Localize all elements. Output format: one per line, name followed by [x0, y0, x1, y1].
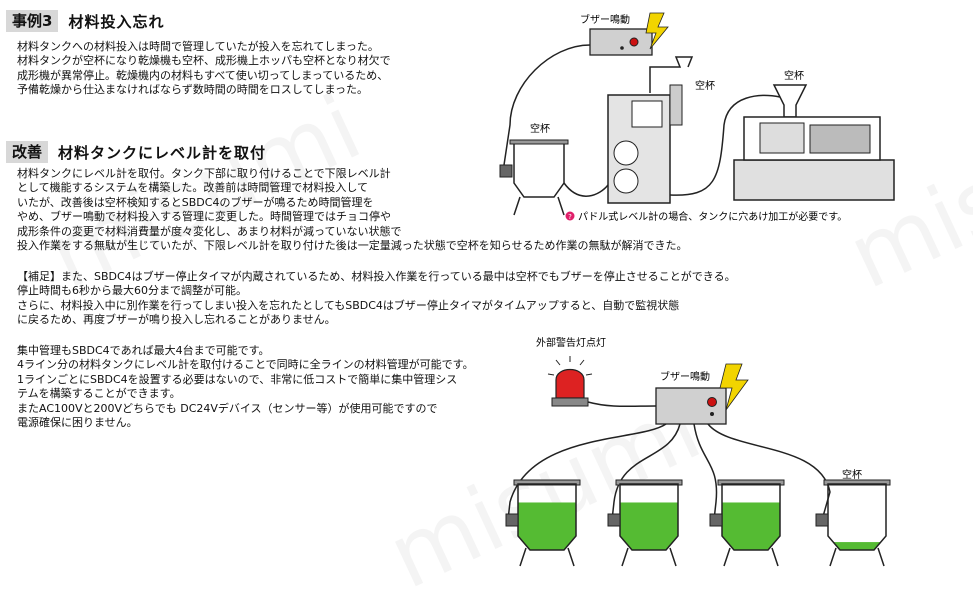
material-tank: [709, 479, 785, 567]
supplement-line: さらに、材料投入中に別作業を行ってしまい投入を忘れたとしてもSBDC4はブザー停…: [17, 298, 680, 312]
level-sensor: [709, 513, 723, 527]
improve-title: 材料タンクにレベル計を取付: [58, 143, 267, 162]
material-tank: [815, 479, 891, 567]
system-diagram-central: 外部警告灯点灯 ブザー鳴動 空杯: [505, 336, 891, 567]
lightning-bolt-icon: [645, 12, 669, 50]
improve-header: 改善 材料タンクにレベル計を取付: [6, 141, 266, 163]
supplement-body: 【補足】また、SBDC4はブザー停止タイマが内蔵されているため、材料投入作業を行…: [17, 270, 736, 328]
central-line: 電源確保に困りません。: [17, 415, 138, 429]
improve-body: 材料タンクにレベル計を取付。タンク下部に取り付けることで下限レベル計 として機能…: [17, 167, 688, 253]
buzzer-label: ブザー鳴動: [660, 370, 710, 383]
case3-header: 事例3 材料投入忘れ: [6, 10, 164, 32]
molding-machine: [733, 159, 895, 201]
improve-line: やめ、ブザー鳴動で材料投入する管理に変更した。時間管理ではチョコ停や: [17, 210, 391, 224]
buzzer-unit: [655, 387, 727, 425]
case3-line: 予備乾燥から仕込まなければならず数時間の時間をロスしてしまった。: [17, 83, 369, 97]
material-fill: [518, 502, 576, 550]
info-icon: [565, 211, 575, 221]
improve-line: 材料タンクにレベル計を取付。タンク下部に取り付けることで下限レベル計: [17, 167, 391, 180]
svg-text:?: ?: [568, 213, 572, 221]
level-sensor: [505, 513, 519, 527]
central-line: 集中管理もSBDC4であれば最大4台まで可能です。: [17, 344, 270, 357]
buzzer-red-light: [629, 37, 639, 47]
case3-line: 成形機が異常停止。乾燥機内の材料もすべて使い切ってしまっているため、: [17, 68, 389, 82]
system-diagram-before: ブザー鳴動 空杯 空杯 空杯 ? パドル式レベル計の場合、タンクに穴あけ加工が必…: [499, 12, 895, 223]
case3-line: 材料タンクへの材料投入は時間で管理していたが投入を忘れてしまった。: [17, 40, 379, 53]
empty-label: 空杯: [842, 468, 862, 481]
material-tank: [607, 479, 683, 567]
sensor-cable: [503, 44, 591, 166]
case3-body: 材料タンクへの材料投入は時間で管理していたが投入を忘れてしまった。 材料タンクが…: [17, 40, 391, 98]
material-fill: [722, 502, 780, 550]
central-line: テムを構築することができます。: [17, 387, 181, 401]
warning-lamp: [547, 356, 593, 407]
central-line: またAC100Vと200Vどちらでも DC24Vデバイス（センサー等）が使用可能…: [17, 401, 438, 415]
material-fill: [620, 502, 678, 550]
supplement-line: 【補足】また、SBDC4はブザー停止タイマが内蔵されているため、材料投入作業を行…: [17, 270, 736, 283]
improve-line: 投入作業をする無駄が生じていたが、下限レベル計を取り付けた後は一定量減った状態で…: [17, 238, 688, 252]
central-line: 4ライン分の材料タンクにレベル計を取付けることで同時に全ラインの材料管理が可能で…: [17, 358, 474, 372]
material-tank: [505, 479, 581, 567]
buzzer-unit: [589, 28, 653, 56]
molder-empty-label: 空杯: [784, 69, 804, 82]
improve-line: として機能するシステムを構築した。改善前は時間管理で材料投入して: [17, 181, 369, 195]
paddle-note: パドル式レベル計の場合、タンクに穴あけ加工が必要です。: [578, 210, 847, 223]
level-sensor: [499, 164, 513, 178]
improve-tag: 改善: [6, 141, 49, 163]
case3-line: 材料タンクが空杯になり乾燥機も空杯、成形機上ホッパも空杯となり材欠で: [17, 54, 391, 68]
molder-hopper: [772, 84, 808, 118]
lightning-bolt-icon: [719, 363, 749, 411]
supplement-line: に戻るため、再度ブザーが鳴り投入し忘れることがありません。: [17, 313, 336, 327]
tank-empty-label: 空杯: [530, 122, 550, 135]
central-body: 集中管理もSBDC4であれば最大4台まで可能です。 4ライン分の材料タンクにレベ…: [17, 344, 474, 430]
buzzer-red-light: [707, 397, 717, 407]
case3-tag: 事例3: [6, 10, 59, 32]
lamp-label: 外部警告灯点灯: [536, 336, 606, 349]
improve-line: 成形条件の変更で材料消費量が度々変化し、あまり材料が減っていない状態で: [17, 224, 402, 238]
material-tank: [513, 142, 565, 198]
material-fill: [828, 542, 886, 550]
improve-line: いたが、改善後は空杯検知するとSBDC4のブザーが鳴るため時間管理を: [17, 195, 374, 209]
case3-title: 材料投入忘れ: [68, 12, 165, 31]
level-sensor: [607, 513, 621, 527]
level-sensor: [815, 513, 829, 527]
dryer-empty-label: 空杯: [695, 79, 715, 92]
central-line: 1ラインごとにSBDC4を設置する必要はないので、非常に低コストで簡単に集中管理…: [17, 372, 458, 386]
supplement-line: 停止時間も6秒から最大60分まで調整が可能。: [17, 284, 247, 298]
buzzer-label: ブザー鳴動: [580, 13, 630, 26]
